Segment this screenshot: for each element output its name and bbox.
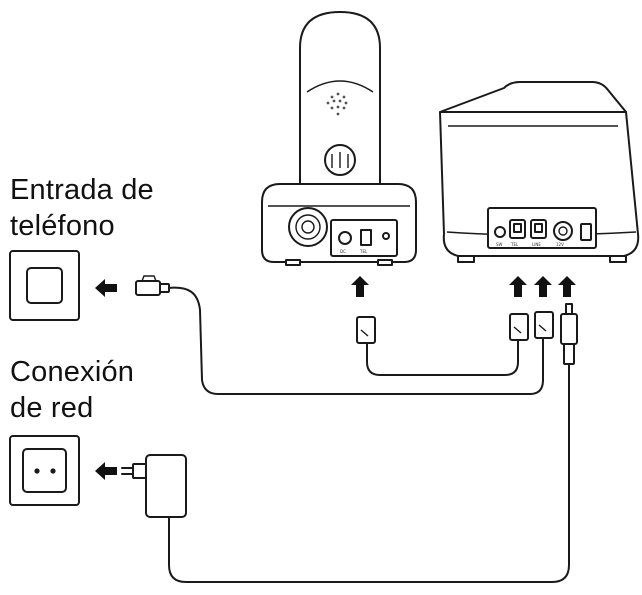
phone-plug [135,275,170,296]
line-plug-base [534,311,554,339]
svg-text:DC: DC [340,249,346,254]
arrow-icon [95,462,117,480]
power-label-line2: de red [10,392,94,424]
power-adapter [121,454,187,518]
tel-plug-base [509,313,529,341]
arrow-icon [558,276,576,297]
arrow-icon [351,276,369,297]
arrow-icon [534,276,552,297]
svg-text:TEL: TEL [510,242,519,247]
svg-text:12V: 12V [556,242,564,247]
svg-text:SW: SW [496,242,503,247]
dc-plug-base [560,303,578,365]
arrow-icon [509,276,527,297]
base-station: SW TEL LINE 12V [439,81,640,263]
phone-line-cable [167,286,544,395]
svg-text:LINE: LINE [532,242,541,247]
handset-in-charger: DC TEL [261,11,417,266]
power-wall-socket-icon [9,435,80,506]
power-label-line1: Conexión [10,356,135,388]
phone-wall-socket-icon [9,250,80,321]
tel-plug-handset [356,316,376,344]
arrow-icon [95,279,117,297]
handset-to-base-cable [366,339,519,376]
svg-text:TEL: TEL [359,249,368,254]
power-cable [168,364,570,583]
phone-line-label-line2: teléfono [10,210,115,242]
phone-line-label-line1: Entrada de [10,174,154,206]
